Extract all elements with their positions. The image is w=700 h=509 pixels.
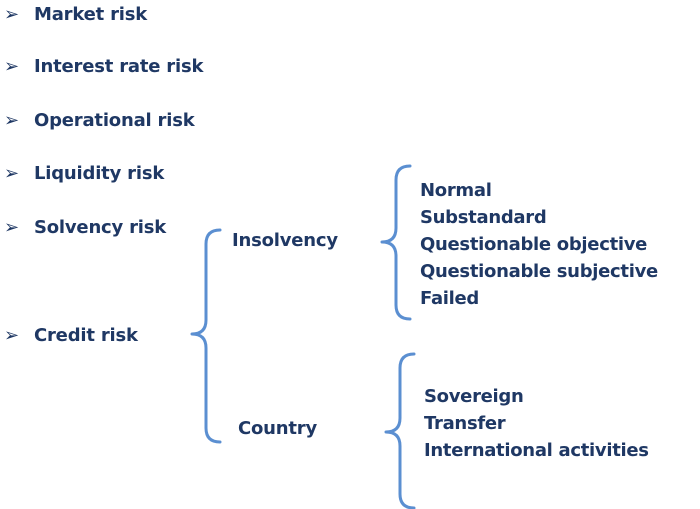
risk-item-market: ➢ Market risk [4, 2, 147, 26]
risk-item-interest-rate: ➢ Interest rate risk [4, 54, 203, 78]
risk-label: Solvency risk [34, 216, 167, 238]
risk-label: Credit risk [34, 324, 138, 346]
risk-item-credit: ➢ Credit risk [4, 323, 138, 347]
list-item: Normal [420, 180, 492, 201]
arrow-right-icon: ➢ [4, 55, 20, 77]
country-brace [384, 352, 416, 509]
list-item: Transfer [424, 413, 506, 434]
insolvency-items: Normal Substandard Questionable objectiv… [420, 177, 658, 312]
list-item: Failed [420, 288, 480, 309]
risk-label: Market risk [34, 3, 148, 25]
list-item: Sovereign [424, 386, 524, 407]
country-items: Sovereign Transfer International activit… [424, 383, 649, 464]
list-item: Questionable objective [420, 234, 648, 255]
risk-label: Operational risk [34, 109, 195, 131]
risk-label: Interest rate risk [34, 55, 204, 77]
list-item: International activities [424, 440, 649, 461]
risk-item-liquidity: ➢ Liquidity risk [4, 161, 164, 185]
arrow-right-icon: ➢ [4, 324, 20, 346]
insolvency-brace [380, 164, 412, 321]
list-item: Substandard [420, 207, 547, 228]
list-item: Questionable subjective [420, 261, 658, 282]
insolvency-label: Insolvency [232, 230, 338, 251]
arrow-right-icon: ➢ [4, 109, 20, 131]
arrow-right-icon: ➢ [4, 216, 20, 238]
risk-label: Liquidity risk [34, 162, 165, 184]
credit-risk-brace [190, 228, 222, 444]
arrow-right-icon: ➢ [4, 3, 20, 25]
country-label: Country [238, 418, 318, 439]
risk-item-solvency: ➢ Solvency risk [4, 215, 166, 239]
risk-item-operational: ➢ Operational risk [4, 108, 195, 132]
arrow-right-icon: ➢ [4, 162, 20, 184]
